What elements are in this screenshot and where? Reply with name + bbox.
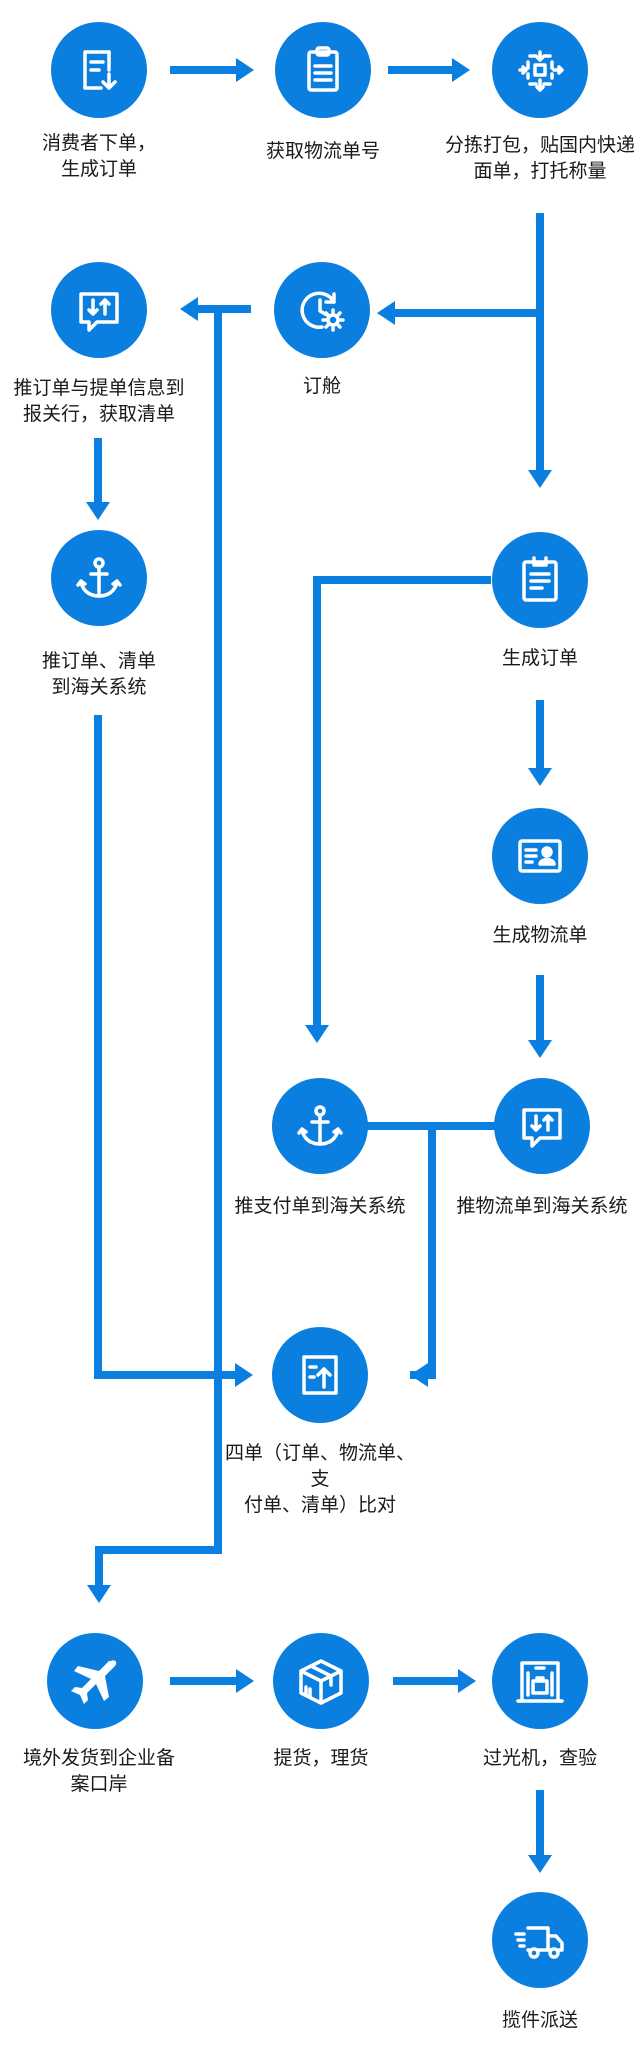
arrowhead [86,502,110,520]
step-dispatch [492,1892,588,1988]
arrowhead [452,58,470,82]
label-four-compare: 四单（订单、物流单、支 付单、清单）比对 [224,1442,415,1516]
arrowhead [236,1669,254,1693]
line-gen-order-to-payment [313,576,491,1025]
label-xray-inspect: 过光机，查验 [482,1747,597,1769]
step-consumer-order [51,22,147,118]
line-join-to-compare [410,1126,436,1379]
step-push-payment [272,1078,368,1174]
line-cabin-long-route [95,309,222,1585]
step-push-logistics [494,1078,590,1174]
step-pickup [273,1633,369,1729]
arrowhead [180,297,198,321]
label-ship-abroad: 境外发货到企业备 案口岸 [22,1747,175,1795]
arrowhead [528,768,552,786]
arrowhead [87,1585,111,1603]
arrowhead [528,1855,552,1873]
arrowhead [528,1040,552,1058]
step-ship-abroad [47,1633,143,1729]
step-xray-inspect [492,1633,588,1729]
step-sort-pack [492,22,588,118]
label-push-payment: 推支付单到海关系统 [234,1195,406,1217]
arrowhead [410,1363,428,1387]
line-customs-to-compare [94,715,235,1379]
arrowhead [458,1669,476,1693]
arrowhead [528,470,552,488]
arrowhead [235,1363,253,1387]
step-get-tracking [275,22,371,118]
label-gen-order: 生成订单 [501,647,578,669]
step-gen-logistics [492,808,588,904]
label-dispatch: 揽件派送 [501,2009,578,2031]
label-push-order-bill: 推订单与提单信息到 报关行，获取清单 [13,377,185,425]
step-push-to-customs [51,530,147,626]
step-four-compare [272,1327,368,1423]
label-gen-logistics: 生成物流单 [492,924,588,946]
step-book-cabin [274,262,370,358]
label-sort-pack: 分拣打包，贴国内快递 面单，打托称量 [444,134,635,182]
step-gen-order [492,532,588,628]
label-book-cabin: 订舱 [302,375,341,397]
arrowhead [305,1025,329,1043]
arrowhead [236,58,254,82]
label-push-logistics: 推物流单到海关系统 [456,1195,628,1217]
arrowhead [377,301,395,325]
label-pickup: 提货，理货 [273,1747,369,1769]
step-push-order-bill [51,262,147,358]
label-consumer-order: 消费者下单， 生成订单 [41,132,156,180]
label-get-tracking: 获取物流单号 [265,140,380,162]
label-push-to-customs: 推订单、清单 到海关系统 [41,650,156,698]
